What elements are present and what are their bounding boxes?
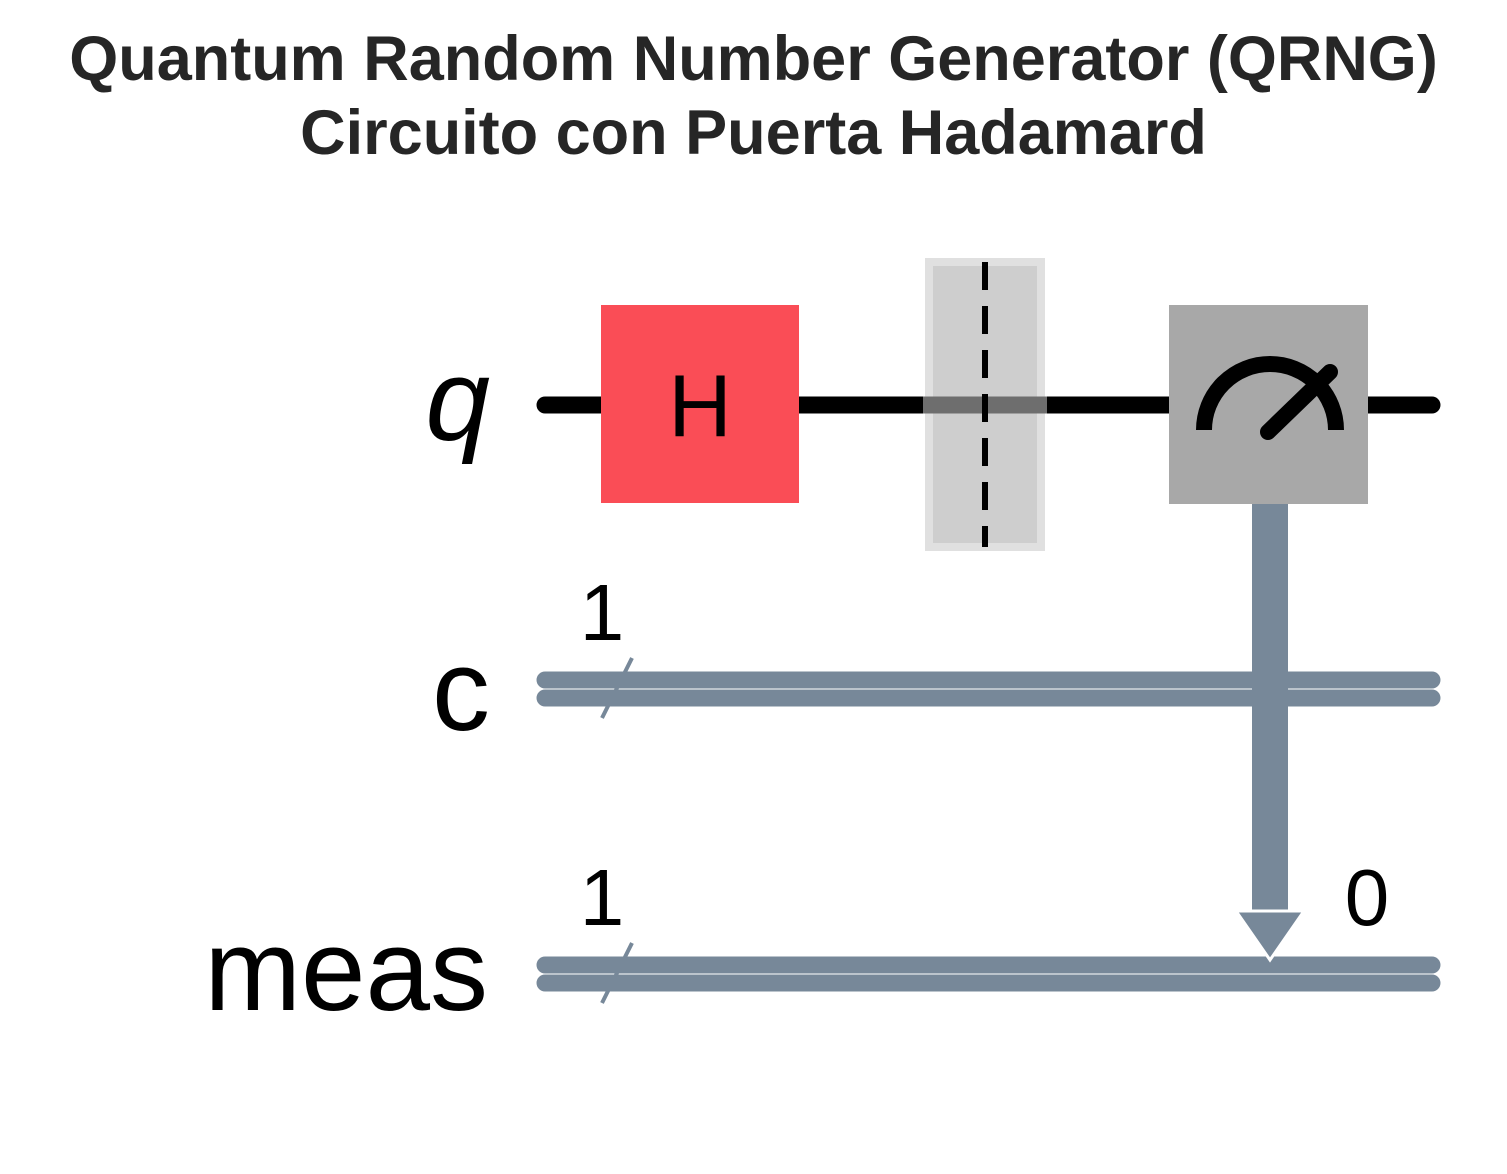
- register-label-q: q: [425, 335, 490, 465]
- bus-slash-meas: [600, 942, 634, 1004]
- barrier: [923, 258, 1047, 551]
- classical-wire-c: [536, 671, 1441, 707]
- measure-target-index: 0: [1345, 853, 1390, 942]
- hadamard-gate-label: H: [668, 356, 732, 455]
- meter-icon: [1196, 356, 1344, 440]
- title-line-2: Circuito con Puerta Hadamard: [300, 98, 1207, 168]
- register-label-meas: meas: [204, 905, 488, 1035]
- bus-slash-c: [600, 657, 634, 719]
- title-line-1: Quantum Random Number Generator (QRNG): [69, 24, 1438, 94]
- register-size-meas: 1: [580, 853, 625, 942]
- register-label-c: c: [432, 625, 490, 755]
- classical-wire-meas: [536, 956, 1441, 992]
- register-size-c: 1: [580, 568, 625, 657]
- diagram-title: Quantum Random Number Generator (QRNG) C…: [0, 22, 1507, 170]
- hadamard-gate: [601, 305, 799, 503]
- measure-arrowhead: [1233, 909, 1307, 963]
- measure-connector-line: [1252, 500, 1288, 916]
